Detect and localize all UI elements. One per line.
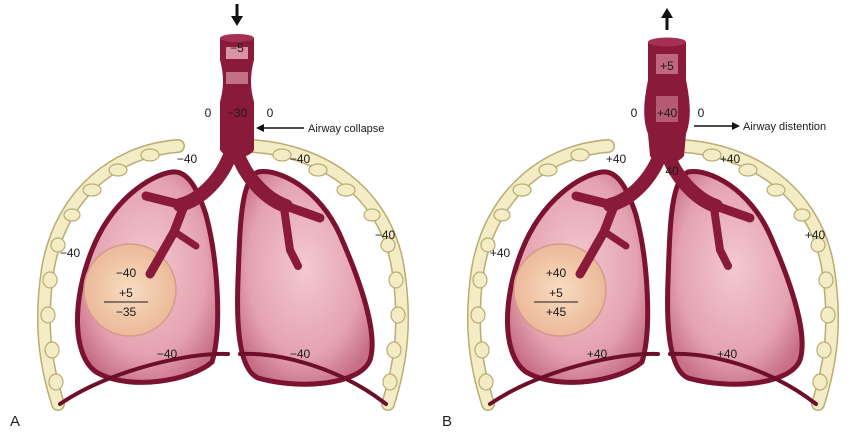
panel-a: −5 0 −30 0 Airway collapse −40 −40 −40 −… — [10, 4, 405, 430]
alveolus-pressure-3: −35 — [116, 305, 137, 319]
diaphragm-right-pressure: −40 — [290, 347, 311, 361]
arrow-right-icon — [694, 122, 740, 130]
pleural-right-top-pressure: 0 — [698, 106, 705, 120]
chest-right-pressure: +40 — [720, 152, 741, 166]
arrow-up-icon — [661, 8, 673, 30]
pleural-left-top-pressure: 0 — [205, 106, 212, 120]
trachea-mid-pressure: −30 — [227, 106, 248, 120]
trachea-top-pressure: +5 — [660, 59, 674, 73]
arrow-left-icon — [256, 124, 304, 132]
callout-airway-collapse: Airway collapse — [308, 123, 384, 135]
alveolus-pressure-2: +5 — [549, 286, 563, 300]
trachea-top-pressure: −5 — [230, 41, 244, 55]
panel-b: +5 0 +40 0 Airway distention +40 +40 40 … — [442, 8, 835, 430]
arrow-down-icon — [231, 4, 243, 26]
trachea-low-pressure: 40 — [665, 164, 679, 178]
alveolus-pressure-2: +5 — [119, 286, 133, 300]
panel-letter-a: A — [10, 413, 20, 430]
side-right-pressure: +40 — [805, 228, 826, 242]
diaphragm-right-pressure: +40 — [717, 347, 738, 361]
trachea-opening — [648, 38, 686, 47]
diaphragm-left-pressure: +40 — [587, 347, 608, 361]
chest-right-pressure: −40 — [290, 152, 311, 166]
diaphragm-left-pressure: −40 — [157, 347, 178, 361]
panel-letter-b: B — [442, 413, 452, 430]
alveolus-pressure-3: +45 — [546, 305, 567, 319]
chest-left-pressure: +40 — [606, 152, 627, 166]
alveolus-pressure-1: −40 — [116, 266, 137, 280]
alveolus-pressure-1: +40 — [546, 266, 567, 280]
pleural-right-top-pressure: 0 — [267, 106, 274, 120]
side-left-pressure: +40 — [490, 246, 511, 260]
side-left-pressure: −40 — [60, 246, 81, 260]
trachea-mid-pressure: +40 — [657, 106, 678, 120]
pleural-left-top-pressure: 0 — [631, 106, 638, 120]
chest-left-pressure: −40 — [177, 152, 198, 166]
side-right-pressure: −40 — [375, 228, 396, 242]
callout-airway-distention: Airway distention — [743, 121, 826, 133]
